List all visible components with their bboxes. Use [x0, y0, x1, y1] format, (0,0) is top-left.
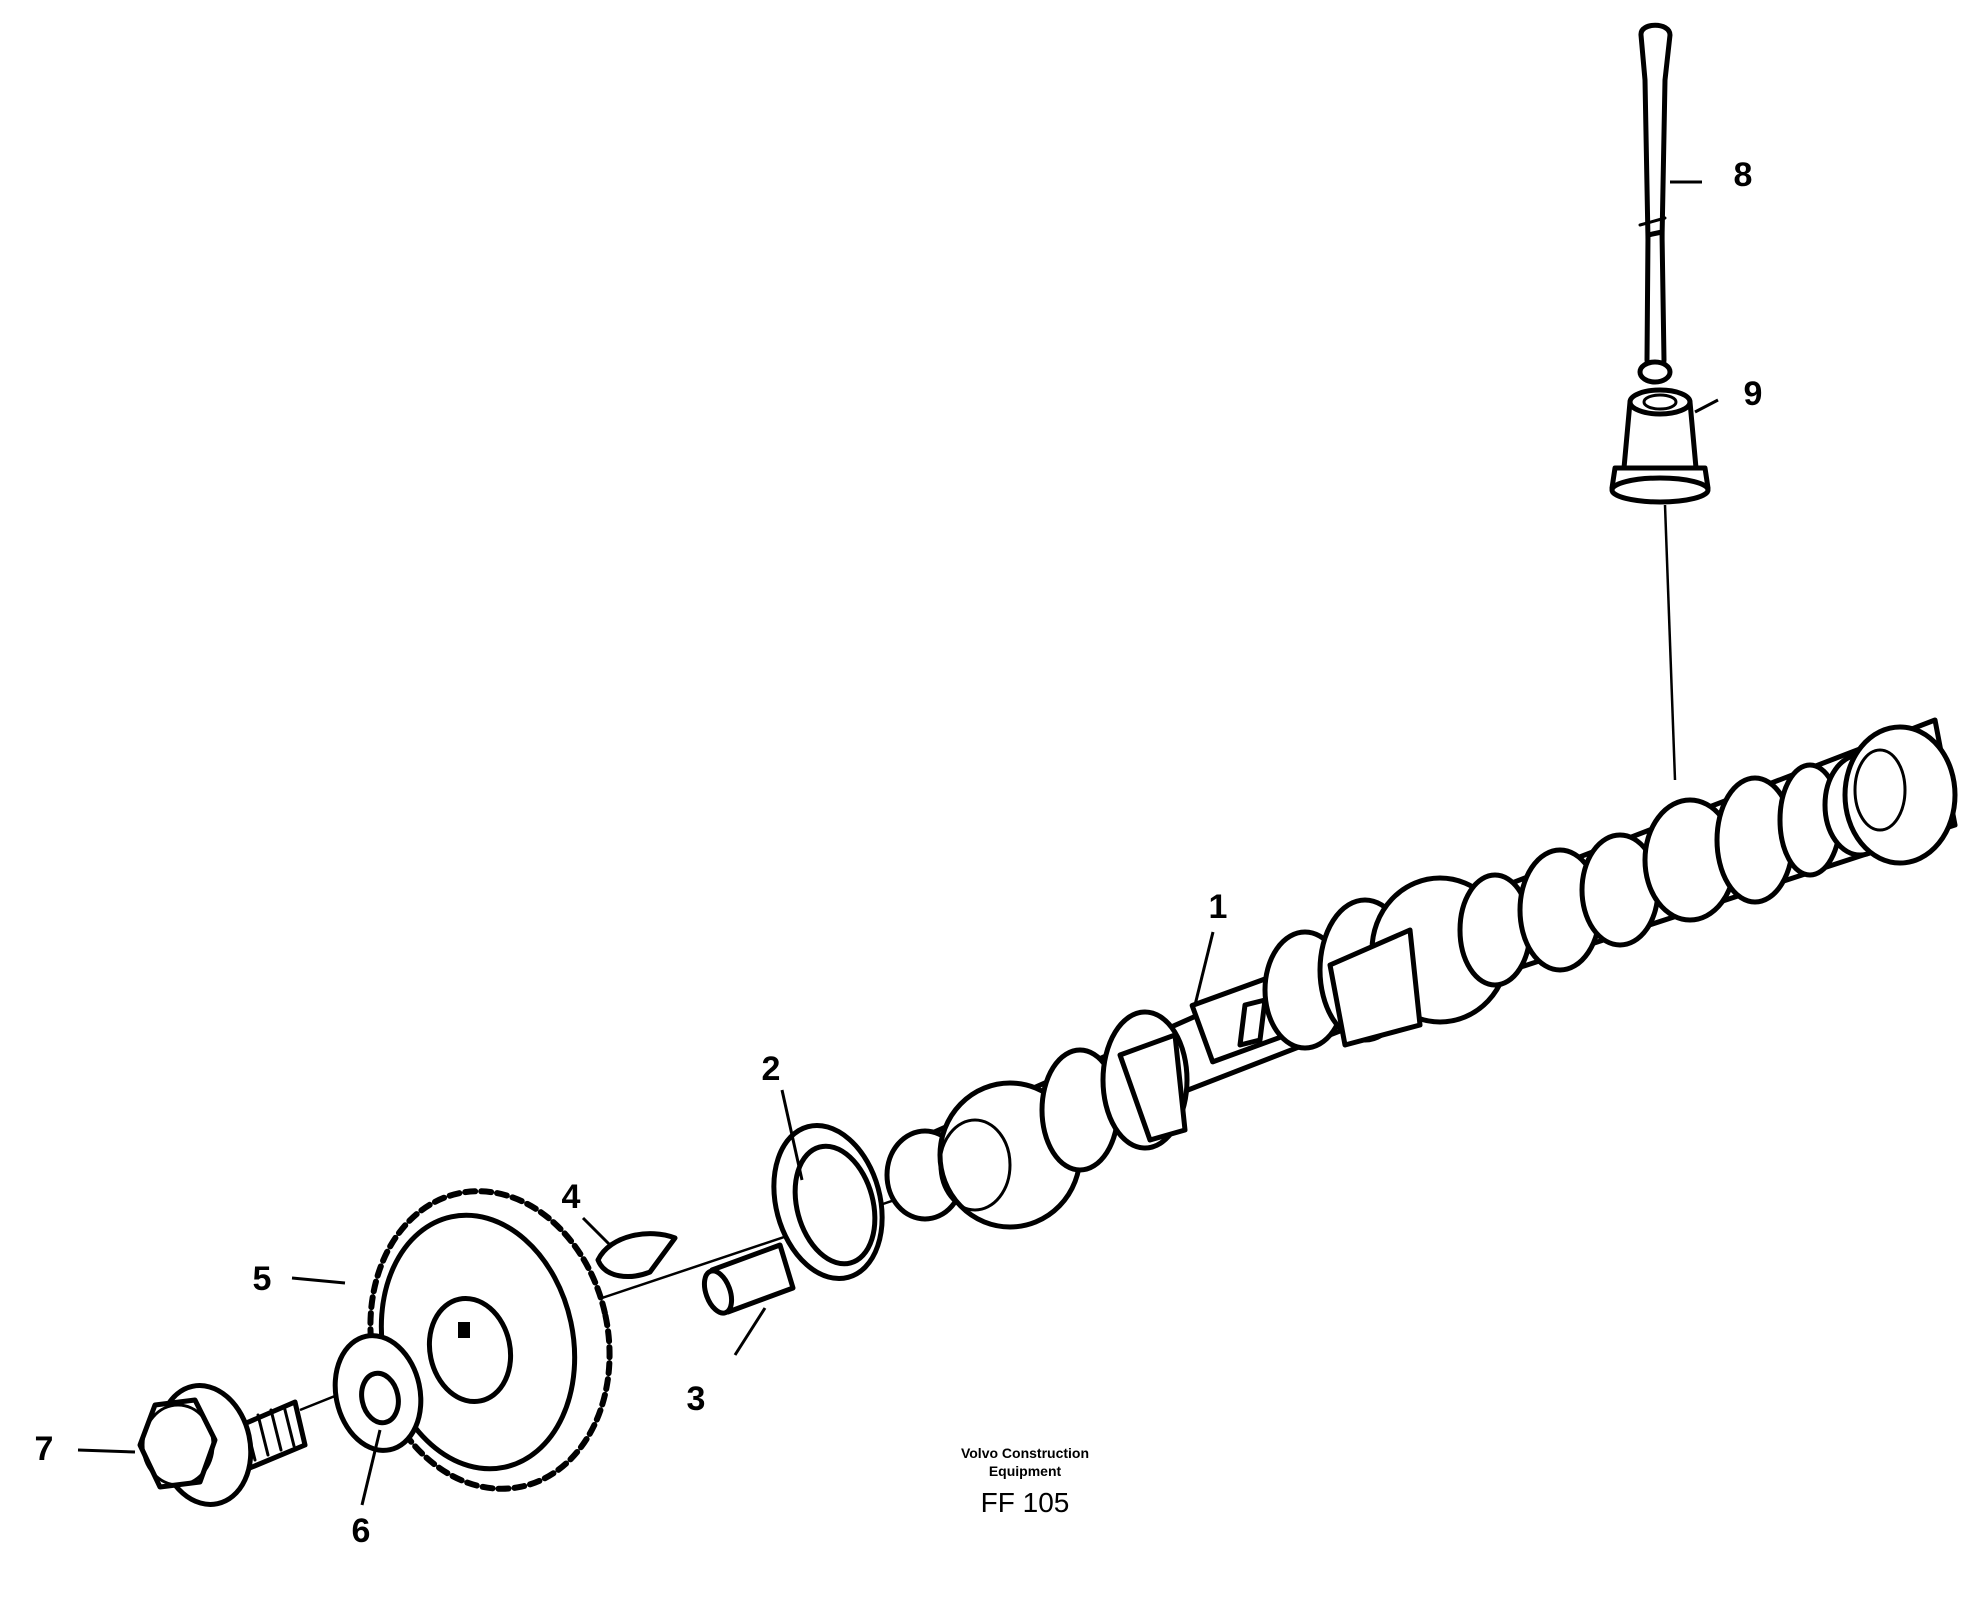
tappet: [1609, 387, 1711, 505]
leader-lines: [77, 180, 1719, 1506]
figure-code: FF 105: [981, 1487, 1070, 1518]
callout-4: 4: [562, 1178, 581, 1216]
callouts: 1 2 3 4 5 6 7 8 9: [35, 156, 1763, 1550]
flange-bolt: [137, 1383, 308, 1507]
callout-5: 5: [253, 1260, 272, 1298]
callout-1: 1: [1209, 888, 1228, 926]
brand-line-1: Volvo Construction: [961, 1445, 1089, 1461]
callout-2: 2: [762, 1050, 781, 1088]
woodruff-key: [595, 1231, 678, 1279]
footer-brand: Volvo Construction Equipment FF 105: [961, 1445, 1089, 1518]
brand-line-2: Equipment: [989, 1463, 1062, 1479]
push-rod: [1637, 22, 1673, 385]
callout-8: 8: [1734, 156, 1753, 194]
callout-6: 6: [352, 1512, 371, 1550]
callout-7: 7: [35, 1430, 54, 1468]
pin: [701, 1242, 796, 1316]
camshaft: [884, 717, 1958, 1230]
callout-9: 9: [1744, 375, 1763, 413]
thrust-ring: [771, 1122, 885, 1282]
washer: [332, 1333, 424, 1453]
camshaft-gear: [367, 1188, 613, 1492]
callout-3: 3: [687, 1380, 706, 1418]
